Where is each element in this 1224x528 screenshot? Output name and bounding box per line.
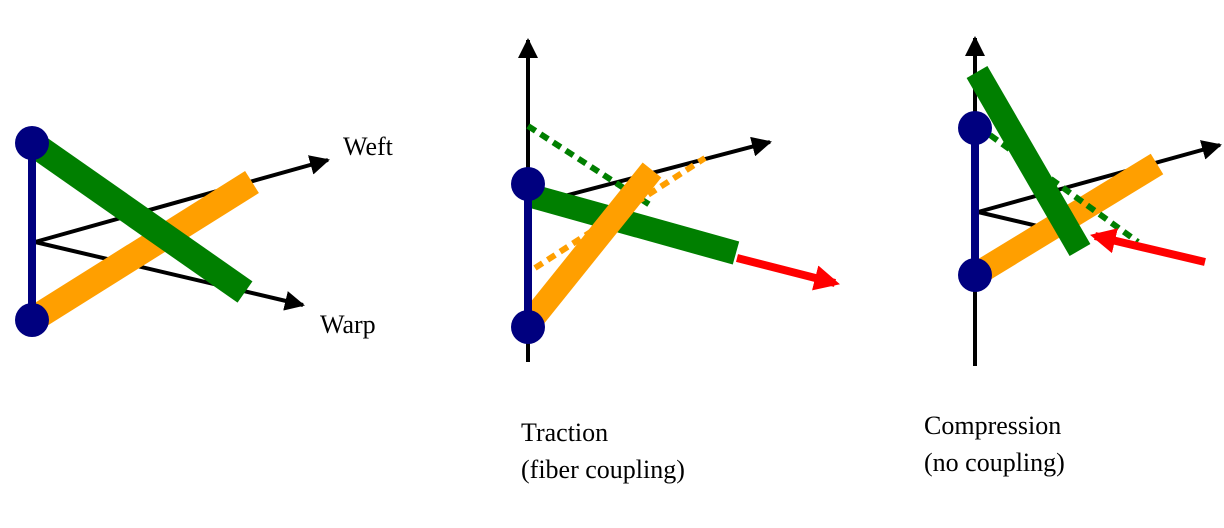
traction-title: Traction (521, 418, 609, 447)
top-node (15, 126, 49, 160)
bottom-node (511, 310, 545, 344)
compression-title: Compression (924, 411, 1062, 440)
warp-label: Warp (320, 310, 376, 339)
green-fiber (524, 183, 740, 265)
compression-force-arrow (1090, 228, 1206, 266)
top-node (511, 167, 545, 201)
top-node (958, 111, 992, 145)
bottom-node (15, 303, 49, 337)
compression-subtitle: (no coupling) (924, 448, 1065, 477)
bottom-node (958, 258, 992, 292)
green-fiber (966, 65, 1091, 257)
weft-label: Weft (343, 132, 393, 161)
compression-panel (958, 36, 1222, 366)
traction-subtitle: (fiber coupling) (521, 455, 685, 484)
green-fiber (24, 132, 253, 303)
weft-axis-arrow (34, 155, 330, 244)
weft-axis-arrow (977, 140, 1222, 214)
reference-panel (15, 126, 330, 337)
traction-panel (511, 38, 840, 362)
orange-dotted-fiber (533, 155, 707, 271)
warp-axis-arrow (34, 240, 305, 311)
orange-fiber (25, 170, 259, 332)
orange-fiber (520, 162, 662, 330)
traction-force-arrow (736, 254, 840, 291)
